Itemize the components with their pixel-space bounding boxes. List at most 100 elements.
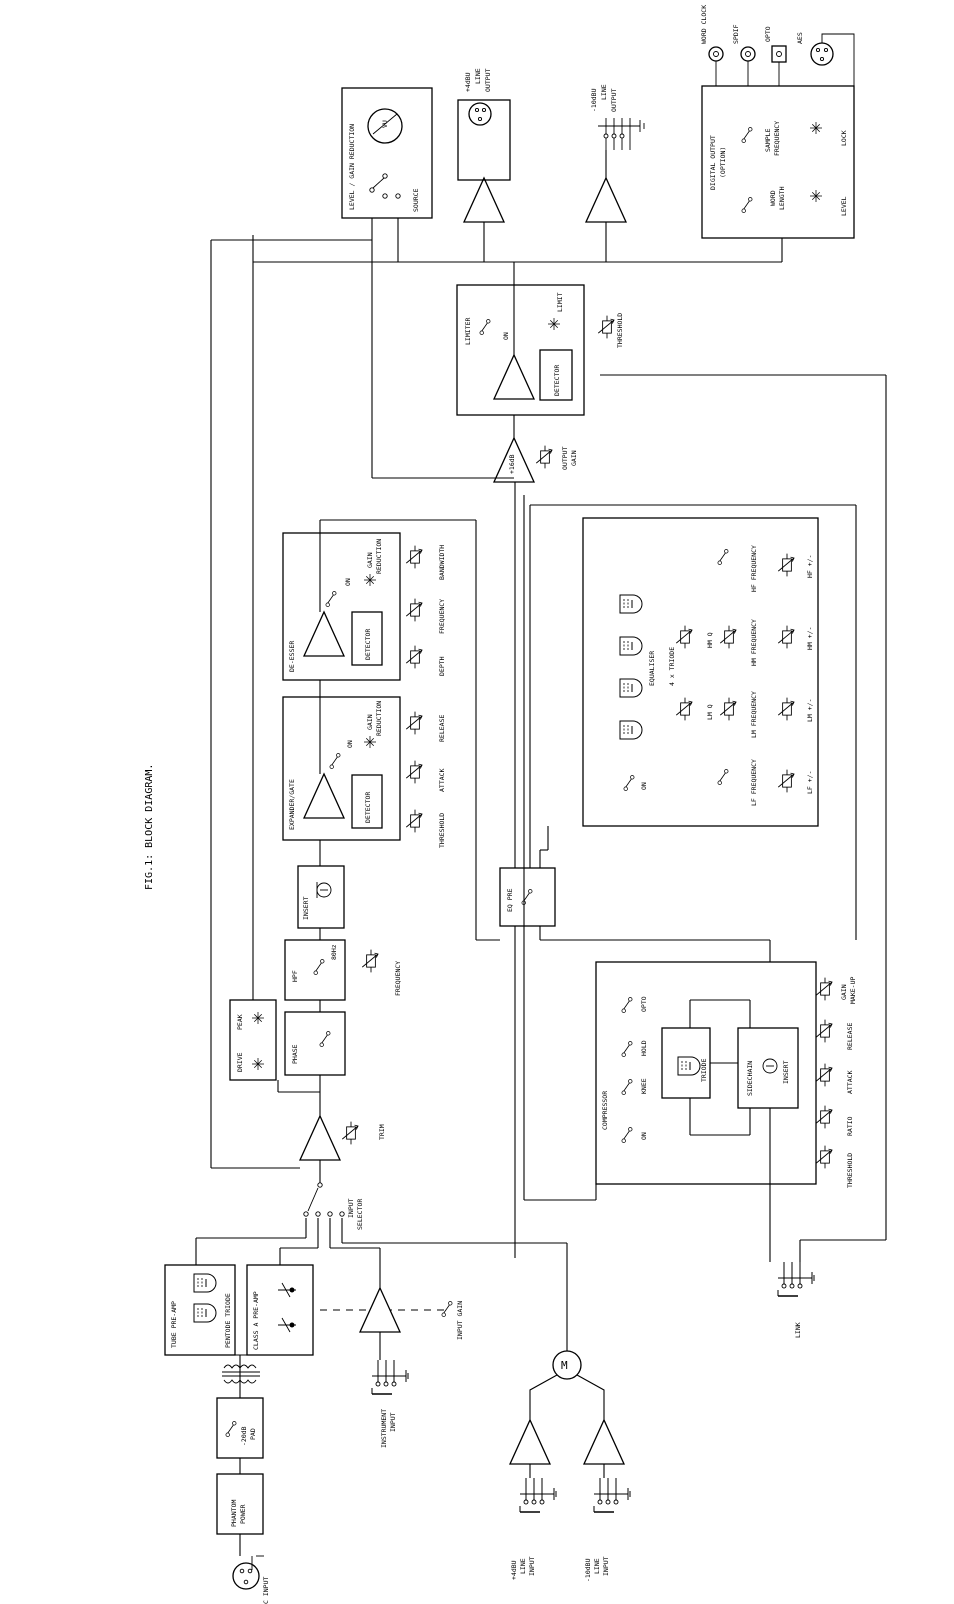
eq-hm-q-label: HM Q (706, 632, 714, 648)
eq-hm-frequency-pot-icon (719, 625, 737, 649)
mic-input-label: C INPUT (262, 1577, 270, 1604)
class-a-preamp-label: CLASS A PRE-AMP (252, 1291, 260, 1350)
limiter-detector-label: DETECTOR (553, 365, 561, 396)
expander-detector-label: DETECTOR (364, 792, 372, 823)
expander-on-label: ON (346, 740, 354, 748)
eq-hm-q-pot-icon (675, 625, 693, 649)
eq-lm-q-pot-icon (675, 697, 693, 721)
hpf-block (284, 939, 346, 1001)
comp-attack-label: ATTACK (846, 1070, 854, 1094)
comp-makeup-pot-icon (815, 977, 833, 1001)
expander-threshold-pot-icon (405, 809, 423, 833)
line-output-plus4-label-3: OUTPUT (484, 68, 492, 92)
sample-frequency-label: SAMPLE (764, 128, 772, 152)
aes-connector-icon (810, 33, 855, 86)
limiter-on-label: ON (502, 332, 510, 340)
de-esser-depth-pot-icon (405, 645, 423, 669)
pentode-tube-icon (193, 1303, 217, 1323)
de-esser-amp-icon (303, 611, 345, 657)
comp-triode-label: TRIODE (700, 1058, 708, 1082)
phantom-power-block (216, 1473, 264, 1535)
line-input-minus10-label-2: LINE (593, 1558, 601, 1574)
eq-hf-frequency-label: HF FREQUENCY (750, 545, 758, 592)
lock-label: LOCK (840, 130, 848, 146)
eq-on-label: ON (640, 782, 648, 790)
compressor-block (595, 961, 817, 1185)
vu-label: VU (381, 120, 389, 128)
opto-label: OPTO (764, 26, 772, 42)
comp-on-switch-icon (621, 1127, 633, 1143)
comp-opto-switch-icon (621, 997, 633, 1013)
eq-tube-icon-2 (619, 678, 643, 698)
expander-attack-pot-icon (405, 760, 423, 784)
line-output-minus10-label-3: OUTPUT (610, 88, 618, 112)
equaliser-label: EQUALISER (648, 651, 656, 686)
class-a-transistor-icon (278, 1282, 296, 1333)
phantom-power-label-2: POWER (239, 1504, 247, 1524)
eq-hf-switch-icon (717, 549, 729, 565)
link-label: LINK (794, 1322, 802, 1338)
drive-led-icon (251, 1057, 265, 1071)
eq-lm-gain-pot-icon (777, 697, 795, 721)
eq-lf-gain-pot-icon (777, 769, 795, 793)
line-output-minus10-label: -10dBU (590, 88, 598, 112)
limiter-amp-icon (493, 354, 535, 400)
de-esser-on-label: ON (344, 578, 352, 586)
eq-hm-gain-label: HM +/- (806, 627, 814, 650)
pad-label: -20dB (240, 1426, 248, 1446)
de-esser-gr-led-icon (363, 573, 377, 587)
comp-threshold-pot-icon (815, 1145, 833, 1169)
expander-gate-label: EXPANDER/GATE (288, 779, 296, 830)
line-input-minus10-label-3: INPUT (602, 1556, 610, 1576)
phase-switch-icon (319, 1031, 331, 1047)
insert-icon (316, 882, 332, 898)
trim-pot-icon (341, 1121, 359, 1145)
input-transformer (222, 1364, 260, 1384)
gain-makeup-label: GAIN (840, 984, 848, 1000)
eq-hm-gain-pot-icon (777, 625, 795, 649)
eq-pre-block (499, 867, 556, 927)
comp-hold-label: HOLD (640, 1040, 648, 1056)
comp-knee-label: KNEE (640, 1078, 648, 1094)
tube-preamp-label: TUBE PRE-AMP (170, 1301, 178, 1348)
expander-gr-led-icon (363, 735, 377, 749)
de-esser-detector-block (351, 611, 383, 666)
word-length-label: WORD (769, 190, 777, 206)
eq-lm-frequency-label: LM FREQUENCY (750, 691, 758, 738)
trim-label: TRIM (378, 1124, 386, 1140)
de-esser-depth-label: DEPTH (438, 656, 446, 676)
instrument-input-label-2: INPUT (389, 1412, 397, 1432)
expander-amp-icon (303, 773, 345, 819)
input-selector-switch-icon (303, 1182, 345, 1217)
phantom-power-label: PHANTOM (230, 1500, 238, 1527)
eq-pre-label: EQ PRE (506, 888, 514, 912)
line-output-plus4-label-2: LINE (474, 68, 482, 84)
limit-led-icon (547, 317, 561, 331)
digital-output-block (701, 85, 855, 239)
de-esser-gr-label: GAIN (366, 552, 374, 568)
comp-release-pot-icon (815, 1019, 833, 1043)
eq-pre-switch-icon (521, 889, 533, 905)
link-jack-icon (777, 1261, 815, 1297)
spdif-connector-icon (740, 46, 756, 86)
hpf-frequency-label: FREQUENCY (394, 961, 402, 996)
eq-on-switch-icon (623, 775, 635, 791)
hpf-label: HPF (291, 970, 299, 982)
comp-on-label: ON (640, 1132, 648, 1140)
eq-hf-gain-pot-icon (777, 553, 795, 577)
expander-gate-block (282, 696, 401, 841)
hpf-switch-icon (313, 959, 325, 975)
line-input-minus10-label: -10dBU (584, 1558, 592, 1582)
de-esser-frequency-pot-icon (405, 598, 423, 622)
line-input-minus10-jack-icon (593, 1477, 631, 1513)
sidechain-label: SIDECHAIN (746, 1061, 754, 1096)
limit-label: LIMIT (556, 292, 564, 312)
line-input-plus4-label: +4dBU (510, 1560, 518, 1580)
comp-attack-pot-icon (815, 1063, 833, 1087)
comp-triode-tube-icon (677, 1056, 701, 1076)
expander-threshold-label: THRESHOLD (438, 813, 446, 848)
line-input-plus4-jack-icon (519, 1477, 557, 1513)
aes-label: AES (796, 32, 804, 44)
triode-tube-icon (193, 1273, 217, 1293)
